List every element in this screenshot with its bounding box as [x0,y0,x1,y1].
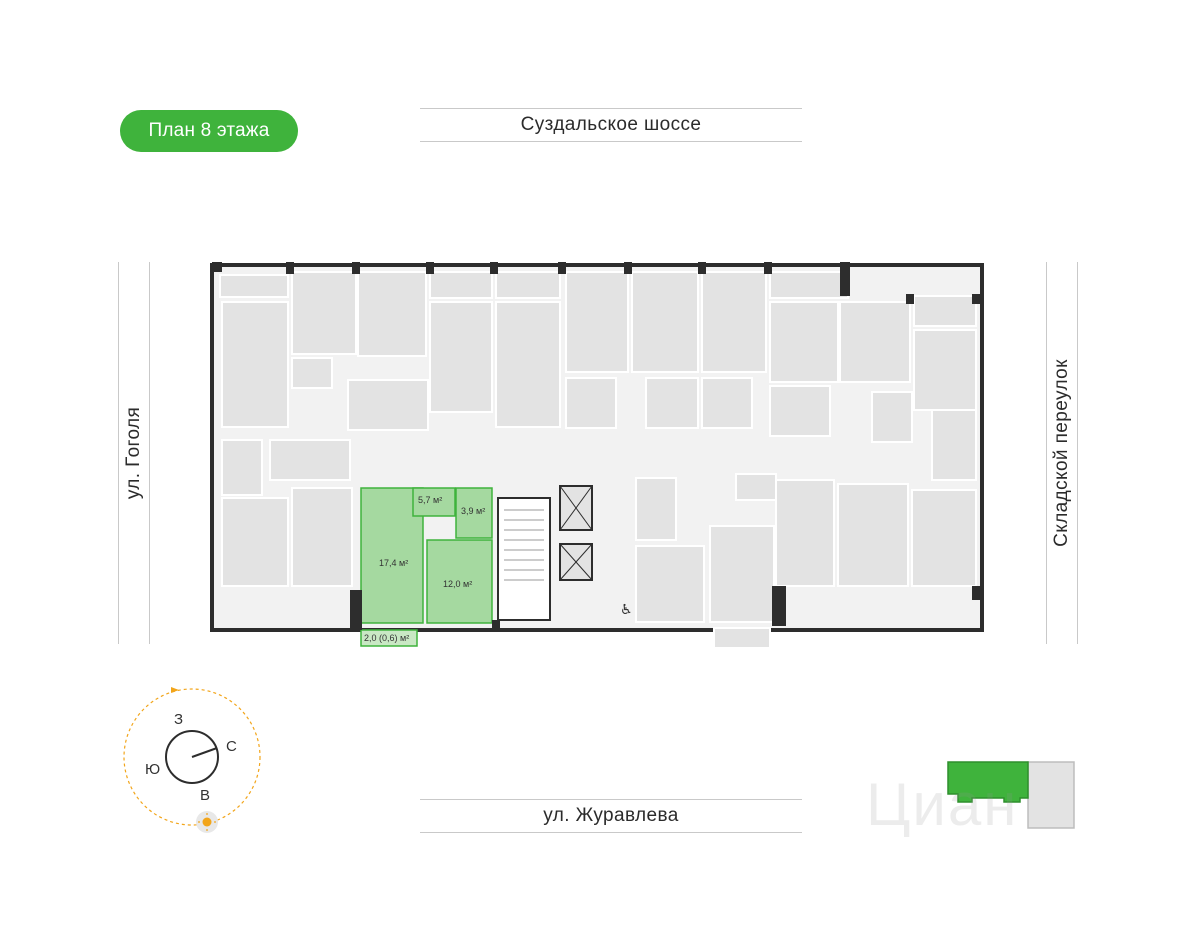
room [347,379,429,431]
room [221,301,289,428]
room [701,377,753,429]
kitchen-area: 12,0 м² [443,579,472,589]
room [775,479,835,587]
street-right: Складской переулок [1046,262,1078,644]
balcony-area: 2,0 (0,6) м² [364,633,409,643]
core: ♿ [497,485,633,621]
room [221,439,263,496]
compass: З С Ю В [123,687,261,833]
room [221,497,289,587]
staircase [497,497,551,621]
apartment-hall [412,487,456,517]
room [769,385,831,437]
apartment-bathroom [455,487,493,539]
street-bottom-label: ул. Журавлева [420,799,802,833]
rooms-top-row [219,271,977,443]
room [219,274,289,298]
bath-area: 3,9 м² [461,506,485,516]
compass-east: В [200,787,210,804]
room [429,271,493,299]
apartment-balcony [360,629,418,647]
rooms-right-lower [635,409,977,649]
room [769,271,849,299]
room [291,271,357,355]
room [735,473,777,501]
living-room-area: 17,4 м² [379,558,408,568]
room [291,487,353,587]
balcony [713,627,771,649]
room [357,271,427,357]
walls [212,262,982,630]
room [913,329,977,411]
room [839,301,911,383]
stairs-steps [504,509,544,581]
room [837,483,909,587]
room [495,271,561,299]
room [429,301,493,413]
floor-plan-badge: План 8 этажа [120,110,298,152]
room [911,489,977,587]
room [565,377,617,429]
minimap-current-section [947,761,1029,803]
rooms-left-lower [221,439,353,587]
watermark: Циан [866,771,1019,838]
room [565,271,629,373]
site-minimap [947,761,1075,829]
room [931,409,977,481]
accessibility-icon: ♿ [620,602,633,618]
room [291,357,333,389]
sun-path [123,688,261,826]
sun-icon [202,817,212,827]
room [701,271,767,373]
compass-north: С [226,738,237,755]
room [913,295,977,327]
selected-apartment[interactable]: 17,4 м² 5,7 м² 3,9 м² 12,0 м² 2,0 (0,6) … [360,487,493,647]
room [769,301,839,383]
street-left: ул. Гоголя [118,262,150,644]
room [871,391,913,443]
room [645,377,699,429]
minimap-other-section [1027,761,1075,829]
compass-needle [191,747,218,758]
street-top-label: Суздальское шоссе [420,108,802,142]
room [495,301,561,428]
room [635,545,705,623]
compass-south: Ю [145,761,160,778]
room [269,439,351,481]
room [709,525,775,623]
compass-west: З [174,711,183,728]
room [631,271,699,373]
hall-area: 5,7 м² [418,495,442,505]
sun-direction-arrow-icon [171,687,179,693]
apartment-kitchen [426,539,493,624]
room [635,477,677,541]
